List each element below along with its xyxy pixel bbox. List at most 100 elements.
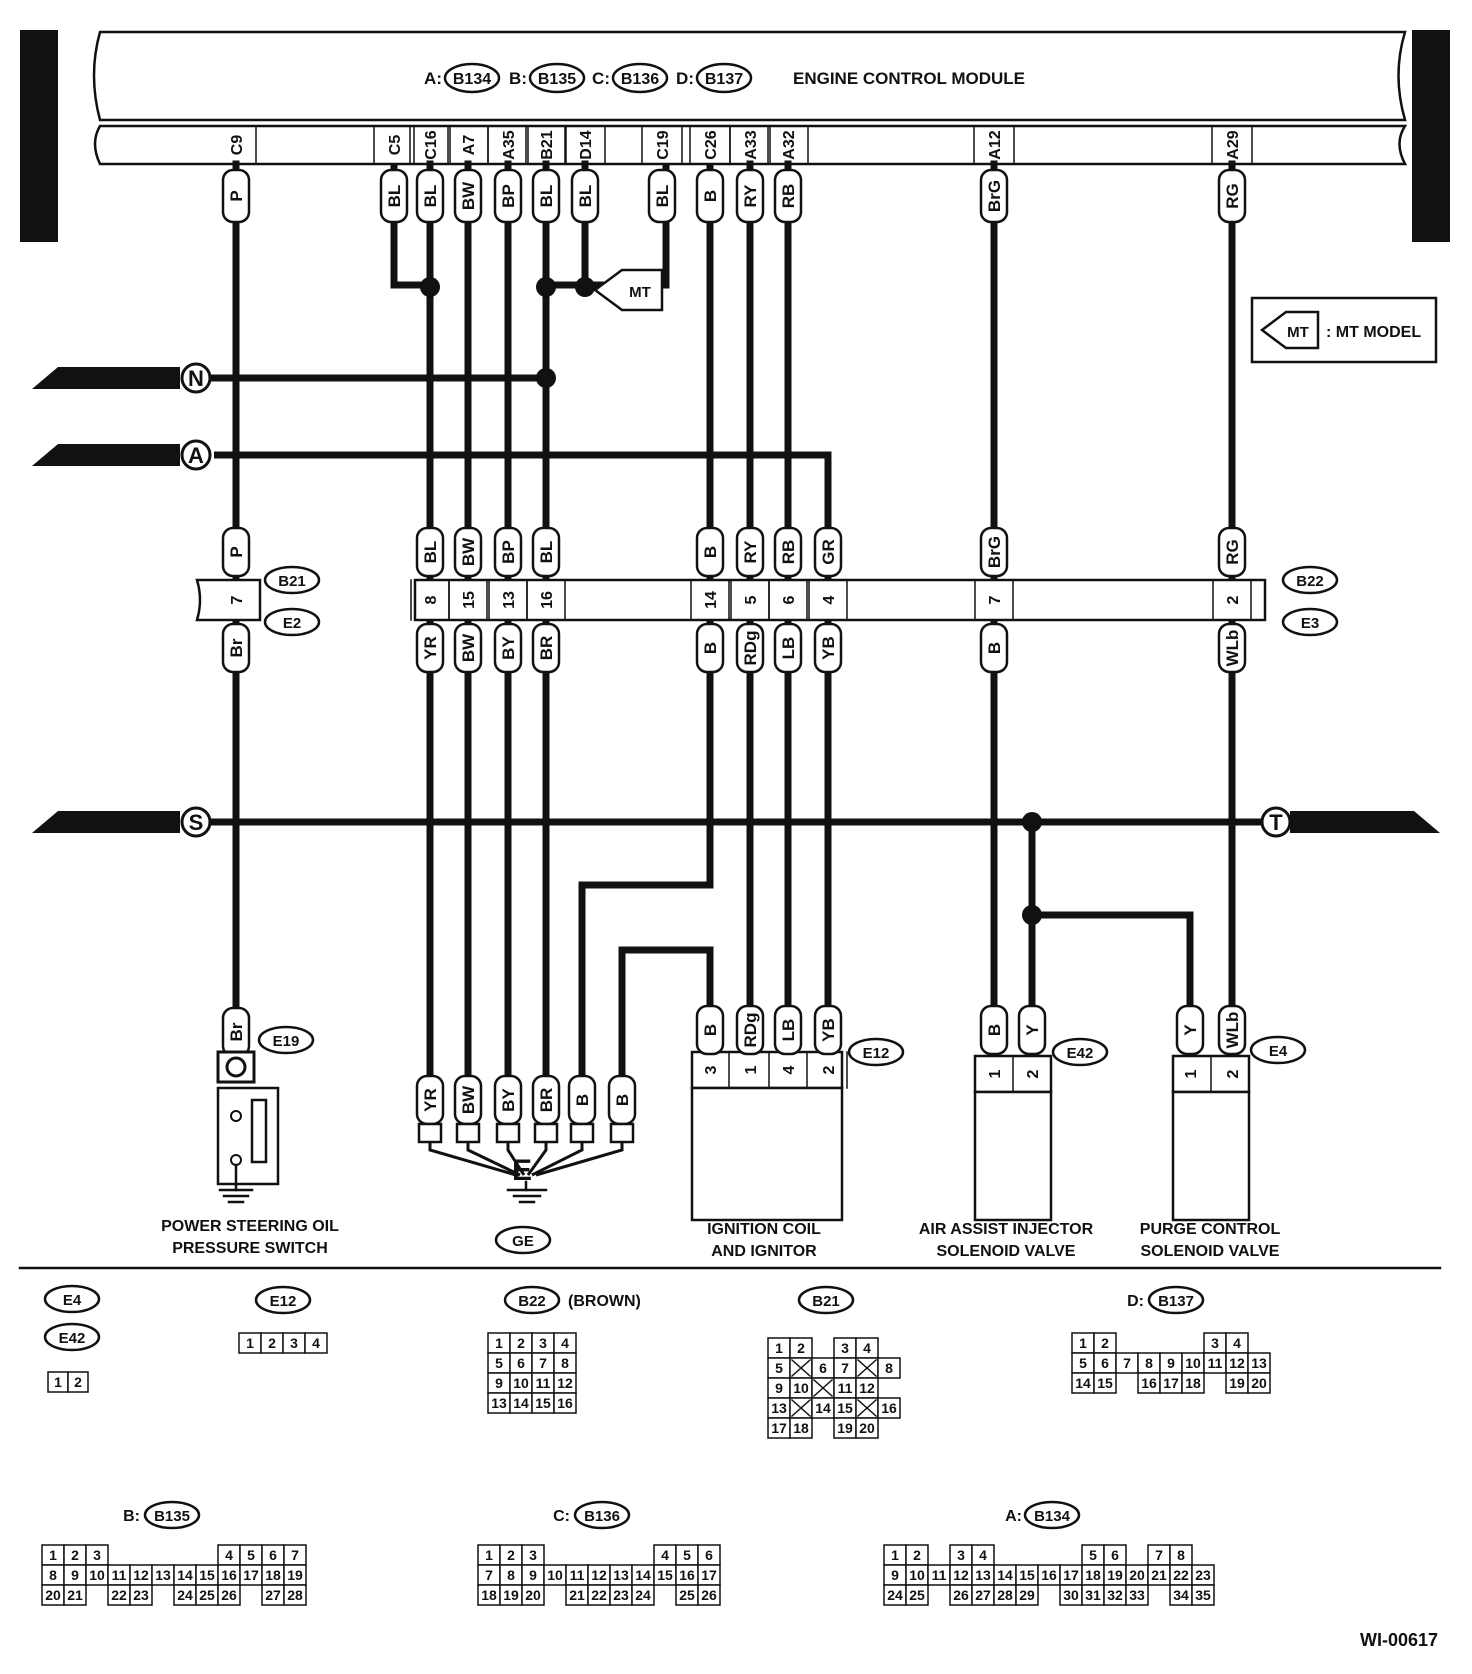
legend-b21-pin-17: 17 (771, 1420, 787, 1436)
legend-d-pin-5: 5 (1079, 1355, 1087, 1371)
legend-c-cell (521, 1584, 545, 1606)
e42-code: E42 (1067, 1045, 1094, 1062)
ecm-prefix-2: C: (592, 69, 610, 88)
ge-code-oval (494, 1225, 552, 1255)
legend-a-pin-15: 15 (1019, 1567, 1035, 1583)
ecm-pin-C5: C5 (387, 135, 404, 156)
legend-b22-pin-5: 5 (495, 1355, 503, 1371)
legend-e4-pin-2: 2 (74, 1374, 82, 1390)
ecm-wire-color-8: B (701, 190, 720, 202)
ecm-wire-color-4: BP (499, 184, 518, 208)
legend-a-pin-11: 11 (932, 1567, 947, 1583)
ref-letter-a-circle (180, 439, 212, 471)
legend-b-pin-8: 8 (49, 1567, 57, 1583)
legend-c-pin-17: 17 (701, 1567, 717, 1583)
ecm-pin-A7: A7 (461, 135, 478, 156)
lower-wire-color-7-tag (773, 622, 803, 674)
upper-wire-color-4: BL (537, 541, 556, 564)
legend-c-pin-11: 11 (570, 1567, 585, 1583)
e4-name-2: SOLENOID VALVE (1141, 1243, 1280, 1260)
ref-label-t: EG(H4)PU-08 (1306, 816, 1393, 832)
legend-b21-pin-7: 7 (841, 1360, 849, 1376)
legend-b22-pin-9: 9 (495, 1375, 503, 1391)
legend-d-pin-1: 1 (1079, 1335, 1087, 1351)
ref-letter-s-circle (180, 806, 212, 838)
legend-b21-blank (856, 1358, 878, 1378)
legend-a-cell (905, 1584, 929, 1606)
e4-wire-color-0: Y (1181, 1024, 1200, 1036)
legend-b22-note: (BROWN) (568, 1293, 641, 1310)
legend-d-code: B137 (1158, 1293, 1194, 1310)
legend-a-pin-28: 28 (997, 1587, 1013, 1603)
e12-wire-color-0: B (701, 1024, 720, 1036)
ref-letter-a: A (188, 443, 204, 468)
legend-a-cell (1015, 1584, 1039, 1606)
ecm-wire-color-7-tag (647, 168, 677, 224)
upper-wire-color-1-tag (415, 526, 445, 578)
e19-code-oval (257, 1025, 315, 1055)
upper-wire-color-7-tag (773, 526, 803, 578)
lower-wire-color-1-tag (415, 622, 445, 674)
upper-wire-color-1: BL (421, 541, 440, 564)
legend-b21-pin-5: 5 (775, 1360, 783, 1376)
legend-b22-pin-7: 7 (539, 1355, 547, 1371)
legend-d-pin-2: 2 (1101, 1335, 1109, 1351)
ecm-pin-strip (93, 124, 1408, 166)
legend-a-pin-10: 10 (909, 1567, 925, 1583)
ecm-wire-color-5: BL (537, 185, 556, 208)
legend-b-pin-4: 4 (225, 1547, 233, 1563)
legend-e4-code: E4 (63, 1292, 82, 1309)
legend-c-pin-18: 18 (481, 1587, 497, 1603)
legend-b21-pin-19: 19 (837, 1420, 853, 1436)
legend-d-pin-14: 14 (1075, 1375, 1091, 1391)
legend-a-pin-20: 20 (1129, 1567, 1145, 1583)
e42-pin-0: 1 (987, 1069, 1004, 1078)
legend-b-pin-16: 16 (221, 1567, 237, 1583)
legend-b-pin-6: 6 (269, 1547, 277, 1563)
b22-pin-1: 15 (461, 591, 478, 609)
legend-b21-pin-13: 13 (771, 1400, 787, 1416)
lower-wire-color-2-tag (453, 622, 483, 674)
legend-a-pin-32: 32 (1107, 1587, 1123, 1603)
legend-c-pin-10: 10 (547, 1567, 563, 1583)
legend-a-pin-26: 26 (953, 1587, 969, 1603)
legend-c-pin-14: 14 (635, 1567, 651, 1583)
legend-a-pin-2: 2 (913, 1547, 921, 1563)
lower-wire-color-1: YR (421, 636, 440, 660)
e12-code-oval (847, 1037, 905, 1067)
b22-pin-5: 5 (743, 595, 760, 604)
legend-a-pin-18: 18 (1085, 1567, 1101, 1583)
legend-b-pin-19: 19 (287, 1567, 303, 1583)
legend-a-pin-30: 30 (1063, 1587, 1079, 1603)
ground-terminal-4 (569, 1122, 595, 1144)
ecm-wire-color-3: BW (459, 181, 478, 210)
junction-y (1022, 905, 1042, 925)
legend-a-pin-35: 35 (1195, 1587, 1211, 1603)
ref-label-a: EG(H4)PU-01 (80, 449, 167, 465)
legend-d-pin-18: 18 (1185, 1375, 1201, 1391)
legend-a-pin-34: 34 (1173, 1587, 1189, 1603)
b22-code-oval (1281, 565, 1339, 595)
legend-d-pin-16: 16 (1141, 1375, 1157, 1391)
legend-d-prefix: D: (1127, 1293, 1144, 1310)
legend-a-pin-22: 22 (1173, 1567, 1189, 1583)
legend-b22-code-oval (503, 1285, 561, 1315)
legend-e12-pin-3: 3 (290, 1335, 298, 1351)
ground-letter: E (512, 1154, 532, 1187)
b21-code: B21 (278, 573, 306, 590)
legend-b22-pin-3: 3 (539, 1335, 547, 1351)
e12-wire-color-1-tag (735, 1004, 765, 1056)
e42-wire-color-1: Y (1023, 1024, 1042, 1036)
e19-switch-element (250, 1098, 268, 1164)
legend-b21-blank (856, 1398, 878, 1418)
legend-b21-pin-2: 2 (797, 1340, 805, 1356)
mt-note-text: : MT MODEL (1326, 324, 1421, 341)
e19-pin (225, 1056, 247, 1078)
legend-a-pin-13: 13 (975, 1567, 991, 1583)
e4-wire-color-1-tag (1217, 1004, 1247, 1056)
e19-wire-color: Br (227, 1022, 246, 1041)
ground-wire-color-3: BR (537, 1088, 556, 1113)
legend-a-pin-8: 8 (1177, 1547, 1185, 1563)
legend-c-code: B136 (584, 1508, 620, 1525)
e42-wire-color-1-tag (1017, 1004, 1047, 1056)
